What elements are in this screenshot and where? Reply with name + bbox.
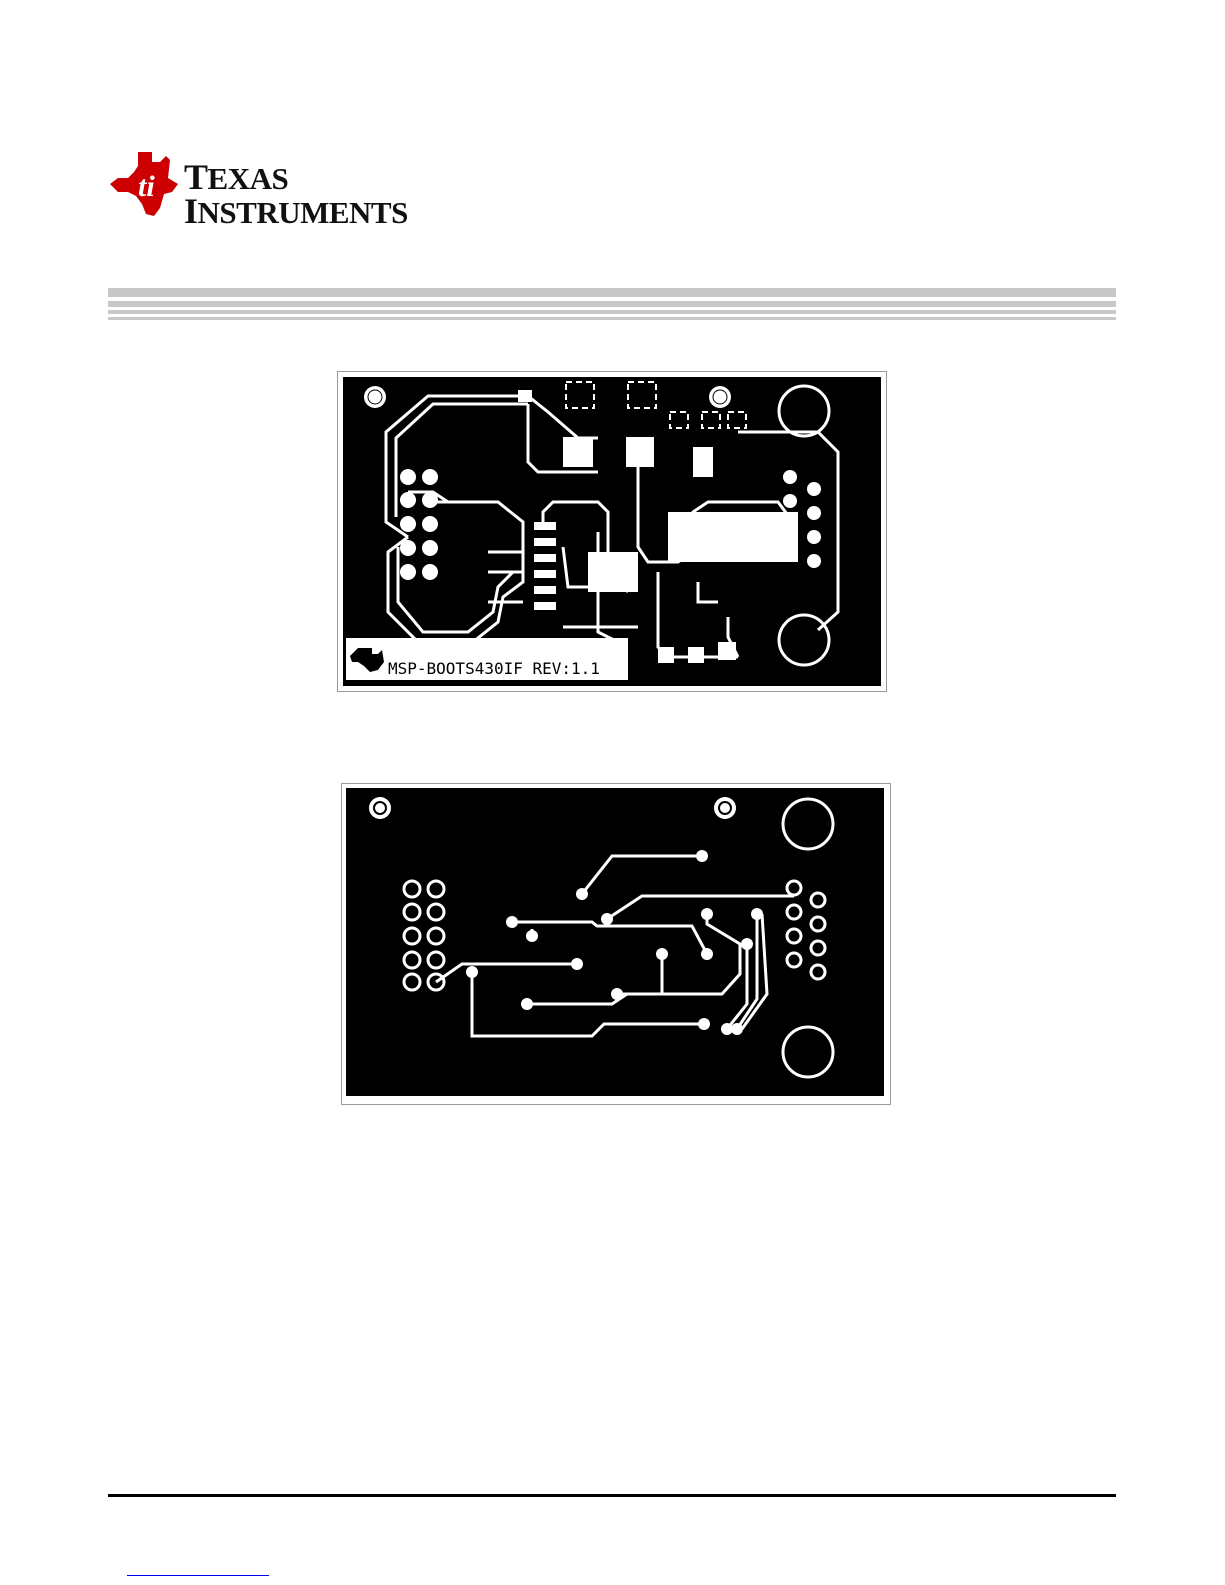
ti-logo: ti TEXAS INSTRUMENTS — [108, 148, 428, 228]
ti-state-logo-icon: ti — [108, 148, 182, 222]
pcb-silkscreen-label: MSP-BOOTS430IF REV:1.1 — [388, 659, 600, 678]
brand-line-2: INSTRUMENTS — [184, 190, 408, 232]
footer-rule — [108, 1494, 1116, 1497]
footer-link-underline[interactable] — [127, 1575, 269, 1576]
pcb-bottom-layer-image — [341, 783, 891, 1105]
svg-text:ti: ti — [138, 170, 155, 203]
pcb-top-layer-image: MSP-BOOTS430IF REV:1.1 — [337, 371, 887, 692]
header-rule — [108, 288, 1116, 324]
